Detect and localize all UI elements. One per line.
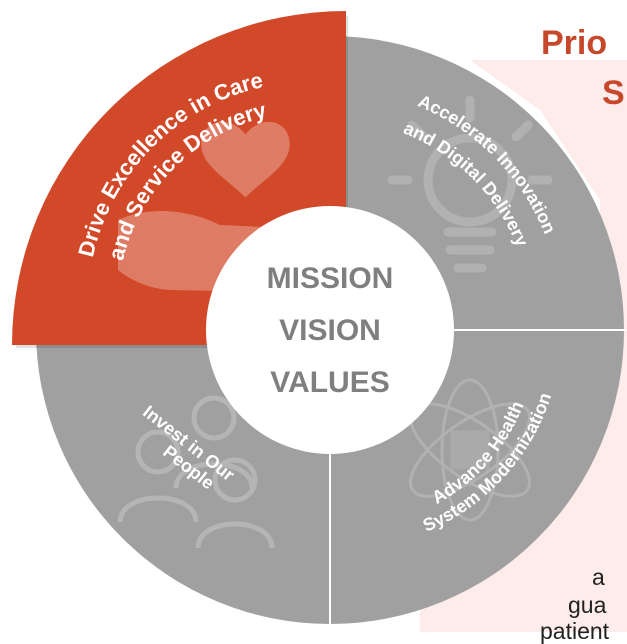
center-line-mission: MISSION [267, 262, 394, 295]
side-heading-line1: Prio [541, 24, 608, 62]
center-line-vision: VISION [279, 314, 381, 347]
atom-icon [408, 378, 532, 522]
side-text-line1: a [592, 564, 605, 590]
people-icon [117, 395, 275, 549]
side-heading-line2: S [602, 74, 625, 112]
center-circle [206, 206, 454, 454]
side-text-line2: gua [568, 592, 607, 618]
lightbulb-icon [387, 95, 553, 273]
center-line-values: VALUES [270, 366, 389, 399]
